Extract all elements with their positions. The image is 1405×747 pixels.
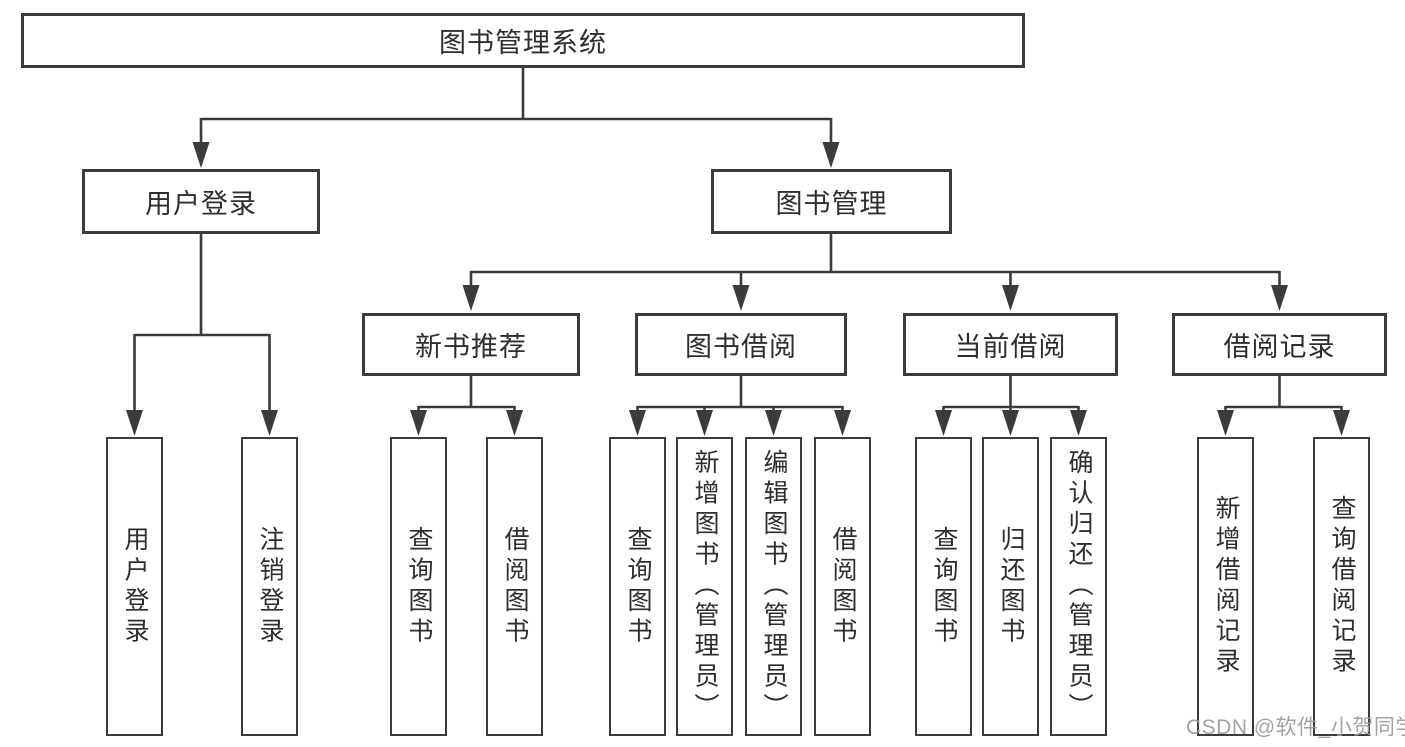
node-new-book-recommend: 新书推荐 (362, 313, 580, 376)
leaf-borrowing-borrow-books-label: 借阅图书 (829, 525, 857, 648)
leaf-add-borrow-record: 新增借阅记录 (1197, 437, 1254, 736)
node-book-borrowing: 图书借阅 (635, 313, 847, 376)
leaf-return-books-label: 归还图书 (997, 525, 1025, 648)
node-borrowing-records: 借阅记录 (1172, 313, 1387, 376)
node-library-system-label: 图书管理系统 (439, 28, 607, 58)
leaf-recommend-query-books-label: 查询图书 (405, 525, 433, 648)
leaf-return-books: 归还图书 (982, 437, 1039, 736)
node-book-management-label: 图书管理 (775, 189, 888, 219)
leaf-confirm-return-admin-label: 确认归还（管理员） (1065, 449, 1093, 724)
leaf-recommend-query-books: 查询图书 (390, 437, 447, 736)
leaf-add-borrow-record-label: 新增借阅记录 (1212, 495, 1240, 678)
node-user-login-label: 用户登录 (145, 189, 257, 219)
leaf-edit-books-admin: 编辑图书（管理员） (745, 437, 802, 736)
leaf-borrowing-query-books: 查询图书 (609, 437, 666, 736)
leaf-confirm-return-admin: 确认归还（管理员） (1050, 437, 1107, 736)
watermark-text: CSDN @软件_小贺同学 (1186, 716, 1405, 739)
leaf-user-login: 用户登录 (106, 437, 163, 736)
node-borrowing-records-label: 借阅记录 (1223, 332, 1336, 362)
node-user-login: 用户登录 (82, 169, 320, 234)
node-current-borrowing-label: 当前借阅 (954, 332, 1067, 362)
connector-new-book-recommend (410, 376, 523, 436)
leaf-logout-label: 注销登录 (256, 525, 284, 648)
leaf-user-login-label: 用户登录 (121, 525, 149, 648)
connector-root (192, 68, 840, 168)
leaf-add-books-admin: 新增图书（管理员） (676, 437, 733, 736)
leaf-current-query-books-label: 查询图书 (930, 525, 958, 648)
leaf-current-query-books: 查询图书 (915, 437, 972, 736)
leaf-add-books-admin-label: 新增图书（管理员） (691, 449, 719, 724)
leaf-logout: 注销登录 (241, 437, 298, 736)
node-library-system: 图书管理系统 (21, 13, 1025, 68)
leaf-recommend-borrow-books: 借阅图书 (486, 437, 543, 736)
leaf-borrowing-query-books-label: 查询图书 (624, 525, 652, 648)
leaf-query-borrow-record: 查询借阅记录 (1313, 437, 1370, 736)
connector-user-login (126, 234, 278, 436)
connector-book-borrowing (629, 376, 851, 436)
node-book-borrowing-label: 图书借阅 (685, 332, 797, 362)
leaf-borrowing-borrow-books: 借阅图书 (814, 437, 871, 736)
leaf-query-borrow-record-label: 查询借阅记录 (1328, 495, 1356, 678)
connector-borrowing-records (1217, 376, 1350, 436)
leaf-edit-books-admin-label: 编辑图书（管理员） (760, 449, 788, 724)
connector-current-borrowing (935, 376, 1087, 436)
connector-book-management (462, 234, 1288, 311)
node-book-management: 图书管理 (711, 169, 952, 234)
node-current-borrowing: 当前借阅 (903, 313, 1118, 376)
leaf-recommend-borrow-books-label: 借阅图书 (501, 525, 529, 648)
node-new-book-recommend-label: 新书推荐 (415, 332, 527, 362)
